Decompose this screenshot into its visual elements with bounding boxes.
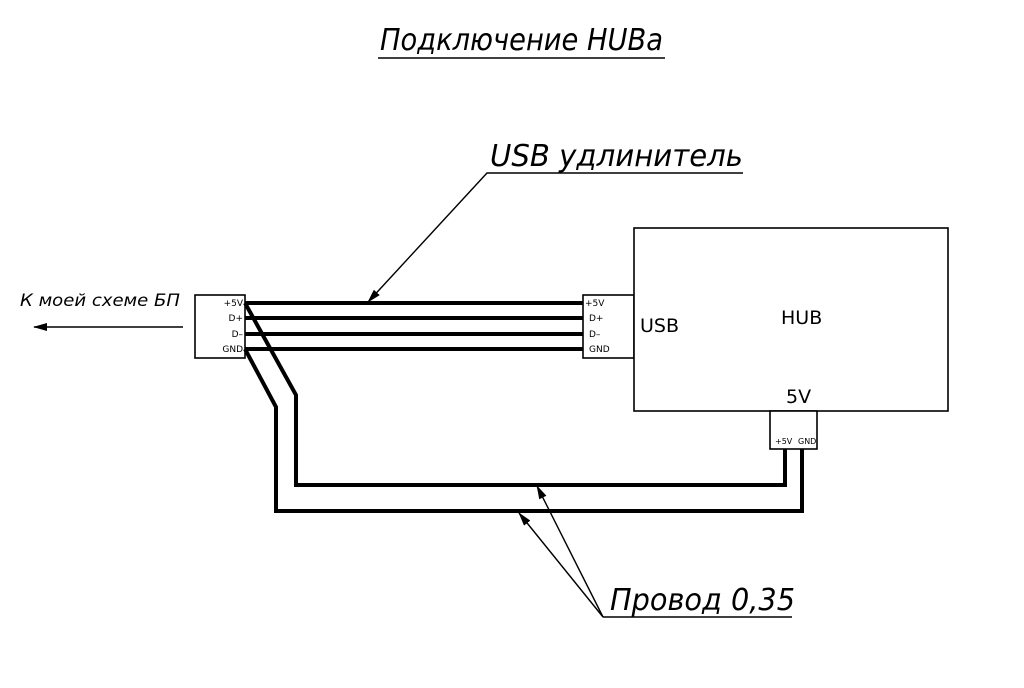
hub-name: HUB — [781, 307, 822, 329]
hub-usb-label: USB — [640, 315, 679, 337]
wire-label: Провод 0,35 — [610, 583, 795, 618]
left-pin-gnd: GND — [222, 345, 243, 355]
right-pin-5v: +5V — [585, 299, 605, 309]
power-wire-gnd — [243, 348, 804, 513]
power-wire-5v — [243, 302, 787, 487]
right-pin-dminus: D– — [589, 330, 601, 340]
power-pin-gnd: GND — [798, 437, 816, 446]
power-connector — [769, 410, 818, 450]
wire-leader-arrow-5v — [536, 485, 604, 618]
wire-leader-arrow-gnd — [518, 512, 604, 618]
to-psu-label: К моей схеме БП — [20, 291, 180, 311]
hub-power-label: 5V — [786, 386, 811, 408]
usb-extender-leader-arrow — [367, 172, 743, 303]
usb-extender-label: USB удлинитель — [490, 139, 743, 174]
left-pin-dminus: D– — [232, 330, 244, 340]
power-pin-5v: +5V — [775, 437, 793, 446]
hub-box — [633, 227, 949, 412]
left-pin-dplus: D+ — [229, 314, 243, 324]
left-connector — [194, 294, 246, 359]
diagram-title: Подключение HUBа — [380, 23, 663, 58]
right-pin-dplus: D+ — [589, 314, 603, 324]
right-connector — [582, 294, 635, 359]
right-pin-gnd: GND — [589, 345, 610, 355]
left-pin-5v: +5V — [224, 299, 244, 309]
